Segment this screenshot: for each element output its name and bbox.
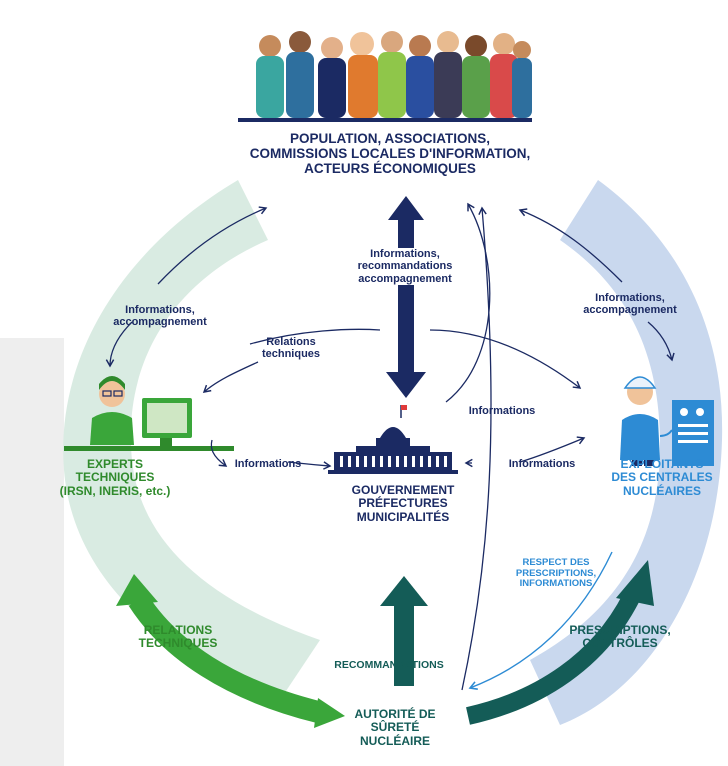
expert-at-computer-icon (64, 376, 234, 451)
relations-line: Relations (266, 336, 316, 348)
asn-title-line: AUTORITÉ DE (354, 707, 436, 721)
prescriptions-label: PRESCRIPTIONS, CONTRÔLES (550, 623, 690, 651)
right-info-line: accompagnement (583, 304, 677, 317)
experts-title-line: TECHNIQUES (75, 470, 155, 485)
relations-big-line: TECHNIQUES (138, 636, 218, 651)
informations-right-text: Informations (508, 458, 576, 470)
relations-line: techniques (261, 348, 321, 361)
relations-techniques-small-label: Relations techniques (246, 336, 336, 361)
respect-label: RESPECT DES PRESCRIPTIONS, INFORMATIONS (496, 557, 616, 590)
government-building-icon (328, 405, 458, 474)
left-info-label: Informations, accompagnement (90, 304, 230, 329)
recommandations-text: RECOMMANDATIONS (334, 659, 444, 671)
right-info-label: Informations, accompagnement (560, 292, 700, 317)
government-title: GOUVERNEMENT PRÉFECTURES MUNICIPALITÉS (318, 483, 488, 524)
operators-title-line: NUCLÉAIRES (622, 483, 701, 498)
government-title-line: GOUVERNEMENT (351, 483, 455, 497)
center-info-line: recommandations (357, 260, 453, 273)
recommandations-label: RECOMMANDATIONS (316, 659, 462, 672)
center-double-arrow (386, 196, 426, 398)
asn-title-line: NUCLÉAIRE (359, 733, 430, 748)
informations-left-label: Informations (220, 458, 316, 470)
prescriptions-line: PRESCRIPTIONS, (569, 623, 671, 637)
informations-left-text: Informations (234, 458, 302, 470)
relations-techniques-arrow (116, 574, 345, 728)
left-info-line: Informations, (125, 304, 195, 316)
operators-title-line: DES CENTRALES (611, 470, 713, 485)
relations-techniques-big-label: RELATIONS TECHNIQUES (118, 623, 238, 651)
center-info-line: Informations, (370, 248, 440, 260)
experts-title: EXPERTS TECHNIQUES (IRSN, INERIS, etc.) (50, 457, 180, 498)
respect-line: INFORMATIONS (519, 578, 593, 590)
experts-title-line: (IRSN, INERIS, etc.) (59, 483, 171, 498)
population-title-line: POPULATION, ASSOCIATIONS, (289, 131, 490, 146)
center-info-line: accompagnement (358, 272, 452, 285)
informations-mid-label: Informations (452, 405, 552, 417)
asn-title: AUTORITÉ DE SÛRETÉ NUCLÉAIRE (330, 707, 460, 748)
population-title: POPULATION, ASSOCIATIONS, COMMISSIONS LO… (210, 131, 570, 176)
population-title-line: COMMISSIONS LOCALES D'INFORMATION, (249, 146, 531, 162)
right-info-line: Informations, (595, 292, 665, 304)
experts-title-line: EXPERTS (86, 457, 143, 471)
left-info-line: accompagnement (113, 316, 207, 329)
prescriptions-arrow (466, 560, 654, 725)
right-band (530, 180, 723, 725)
left-gray-panel (0, 338, 64, 766)
relations-big-line: RELATIONS (143, 623, 213, 637)
people-crowd-icon (238, 31, 532, 122)
operators-title: EXPLOITANTS DES CENTRALES NUCLÉAIRES (596, 457, 728, 498)
informations-right-label: Informations (494, 458, 590, 470)
left-band (63, 180, 321, 700)
government-title-line: MUNICIPALITÉS (356, 509, 450, 524)
government-title-line: PRÉFECTURES (358, 496, 448, 511)
respect-line: PRESCRIPTIONS, (515, 567, 597, 579)
informations-mid-text: Informations (468, 405, 536, 417)
thin-arrows (105, 202, 675, 691)
population-title-line: ACTEURS ÉCONOMIQUES (304, 161, 476, 177)
center-info-label: Informations, recommandations accompagne… (330, 248, 480, 285)
asn-title-line: SÛRETÉ (370, 720, 420, 735)
plant-operator-icon (620, 376, 714, 466)
prescriptions-line: CONTRÔLES (582, 636, 658, 651)
operators-title-line: EXPLOITANTS (620, 457, 704, 471)
recommandations-arrow (380, 576, 428, 686)
respect-line: RESPECT DES (522, 557, 590, 568)
